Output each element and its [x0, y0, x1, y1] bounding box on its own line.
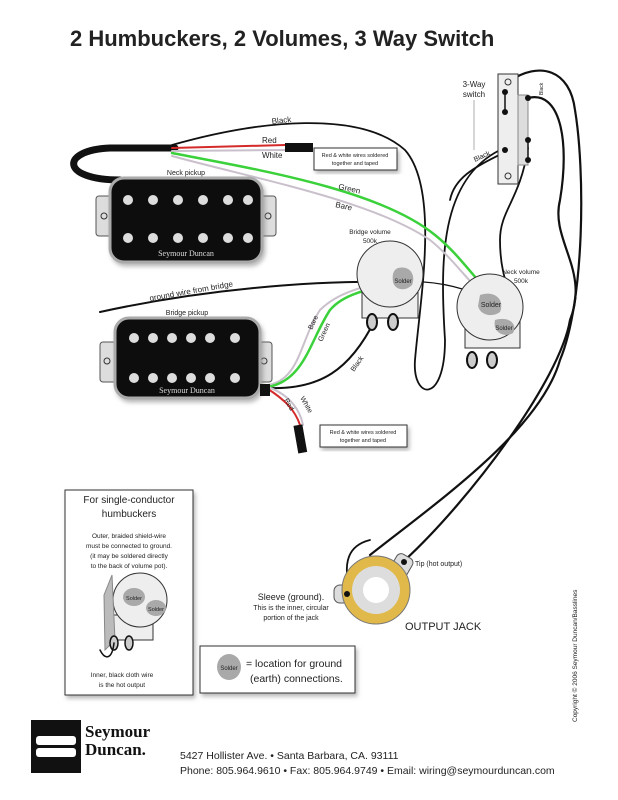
svg-text:500k: 500k [363, 238, 378, 245]
svg-text:humbuckers: humbuckers [102, 509, 156, 520]
neck-volume-pot: Solder Solder Neck volume 500k [456, 269, 540, 369]
neck-cable [70, 144, 179, 184]
svg-text:Solder: Solder [220, 666, 237, 672]
neck-bare-label: Bare [335, 200, 354, 212]
output-jack-label: OUTPUT JACK [405, 621, 482, 633]
neck-brand-print: Seymour Duncan [158, 249, 214, 258]
solder-legend: Solder = location for ground (earth) con… [199, 645, 356, 694]
svg-text:Outer, braided shield-wire: Outer, braided shield-wire [92, 533, 166, 540]
bridge-bare-label: Bare [307, 314, 320, 330]
bridge-tape [293, 424, 308, 454]
svg-text:500k: 500k [514, 278, 529, 285]
switch-black-label-2: Black [539, 82, 545, 95]
bridge-green-label: Green [317, 322, 332, 343]
neck-tape [285, 143, 313, 152]
bridge-solder-label: Solder [394, 279, 411, 285]
neck-white-label: White [262, 151, 283, 160]
svg-text:For single-conductor: For single-conductor [83, 495, 175, 506]
svg-text:together and taped: together and taped [340, 438, 386, 444]
three-way-switch: 3-Way switch [463, 73, 531, 185]
neck-white-wire [171, 149, 286, 152]
svg-text:must be connected to ground.: must be connected to ground. [86, 543, 172, 550]
svg-text:Solder: Solder [148, 607, 164, 613]
bridge-pickup-label: Bridge pickup [166, 310, 209, 317]
bridge-black-label: Black [350, 355, 366, 373]
neck-black-wire [171, 122, 501, 391]
bridge-red-wire [267, 388, 301, 426]
neck-bare-wire [171, 155, 491, 301]
neck-pickup-label: Neck pickup [167, 170, 205, 177]
footer-contact: Phone: 805.964.9610 • Fax: 805.964.9749 … [180, 765, 555, 777]
output-jack: Tip (hot output) Sleeve (ground). This i… [253, 553, 482, 633]
neck-solder-label-1: Solder [481, 302, 502, 309]
bridge-volume-pot: Solder Bridge volume 500k [349, 229, 424, 331]
svg-text:is the hot output: is the hot output [99, 682, 145, 689]
single-conductor-inset: For single-conductor humbuckers Outer, b… [64, 489, 194, 696]
svg-text:Solder: Solder [126, 596, 142, 602]
neck-red-label: Red [262, 136, 277, 145]
bridge-white-label: White [298, 396, 313, 415]
neck-taped-note: Red & white wires soldered together and … [313, 147, 398, 171]
neck-red-wire [171, 144, 286, 149]
svg-text:3-Way: 3-Way [463, 80, 486, 89]
svg-text:switch: switch [463, 90, 485, 99]
svg-text:Neck volume: Neck volume [502, 269, 540, 276]
svg-text:(earth) connections.: (earth) connections. [250, 673, 343, 685]
footer-address: 5427 Hollister Ave. • Santa Barbara, CA.… [180, 750, 399, 762]
copyright: Copyright © 2006 Seymour Duncan/Bassline… [571, 589, 579, 722]
wires [70, 69, 583, 599]
neck-black-label: Black [271, 115, 292, 126]
neck-green-wire [170, 151, 497, 300]
svg-text:Seymour: Seymour [85, 722, 151, 741]
jack-tip-wire [403, 96, 577, 562]
neck-pickup: Seymour Duncan Neck pickup [95, 170, 277, 264]
bridge-pickup: Seymour Duncan Bridge pickup [99, 310, 273, 400]
svg-text:Sleeve (ground).: Sleeve (ground). [258, 592, 325, 602]
bridge-black-wire [267, 319, 376, 390]
svg-text:Bridge volume: Bridge volume [349, 229, 391, 236]
seymour-duncan-logo: Seymour Duncan. [31, 720, 151, 773]
bridge-taped-note: Red & white wires soldered together and … [319, 424, 408, 448]
svg-text:together and taped: together and taped [332, 161, 378, 167]
ground-wire-from-bridge [99, 280, 401, 313]
svg-text:portion of the jack: portion of the jack [263, 615, 319, 622]
svg-text:to the back of volume pot).: to the back of volume pot). [91, 563, 168, 570]
svg-text:Duncan.: Duncan. [85, 740, 146, 759]
page-title: 2 Humbuckers, 2 Volumes, 3 Way Switch [70, 26, 494, 51]
svg-text:This is the inner, circular: This is the inner, circular [253, 605, 329, 612]
svg-text:Red & white wires soldered: Red & white wires soldered [322, 153, 389, 159]
svg-text:= location for ground: = location for ground [246, 658, 342, 670]
neck-solder-label-2: Solder [495, 326, 512, 332]
bridge-brand-print: Seymour Duncan [159, 386, 215, 395]
jack-tip-label: Tip (hot output) [415, 561, 462, 568]
svg-text:(it may be soldered directly: (it may be soldered directly [90, 553, 168, 560]
bridge-white-wire [267, 386, 304, 426]
svg-text:Inner, black cloth wire: Inner, black cloth wire [91, 672, 154, 679]
svg-text:Red & white wires soldered: Red & white wires soldered [330, 430, 397, 436]
